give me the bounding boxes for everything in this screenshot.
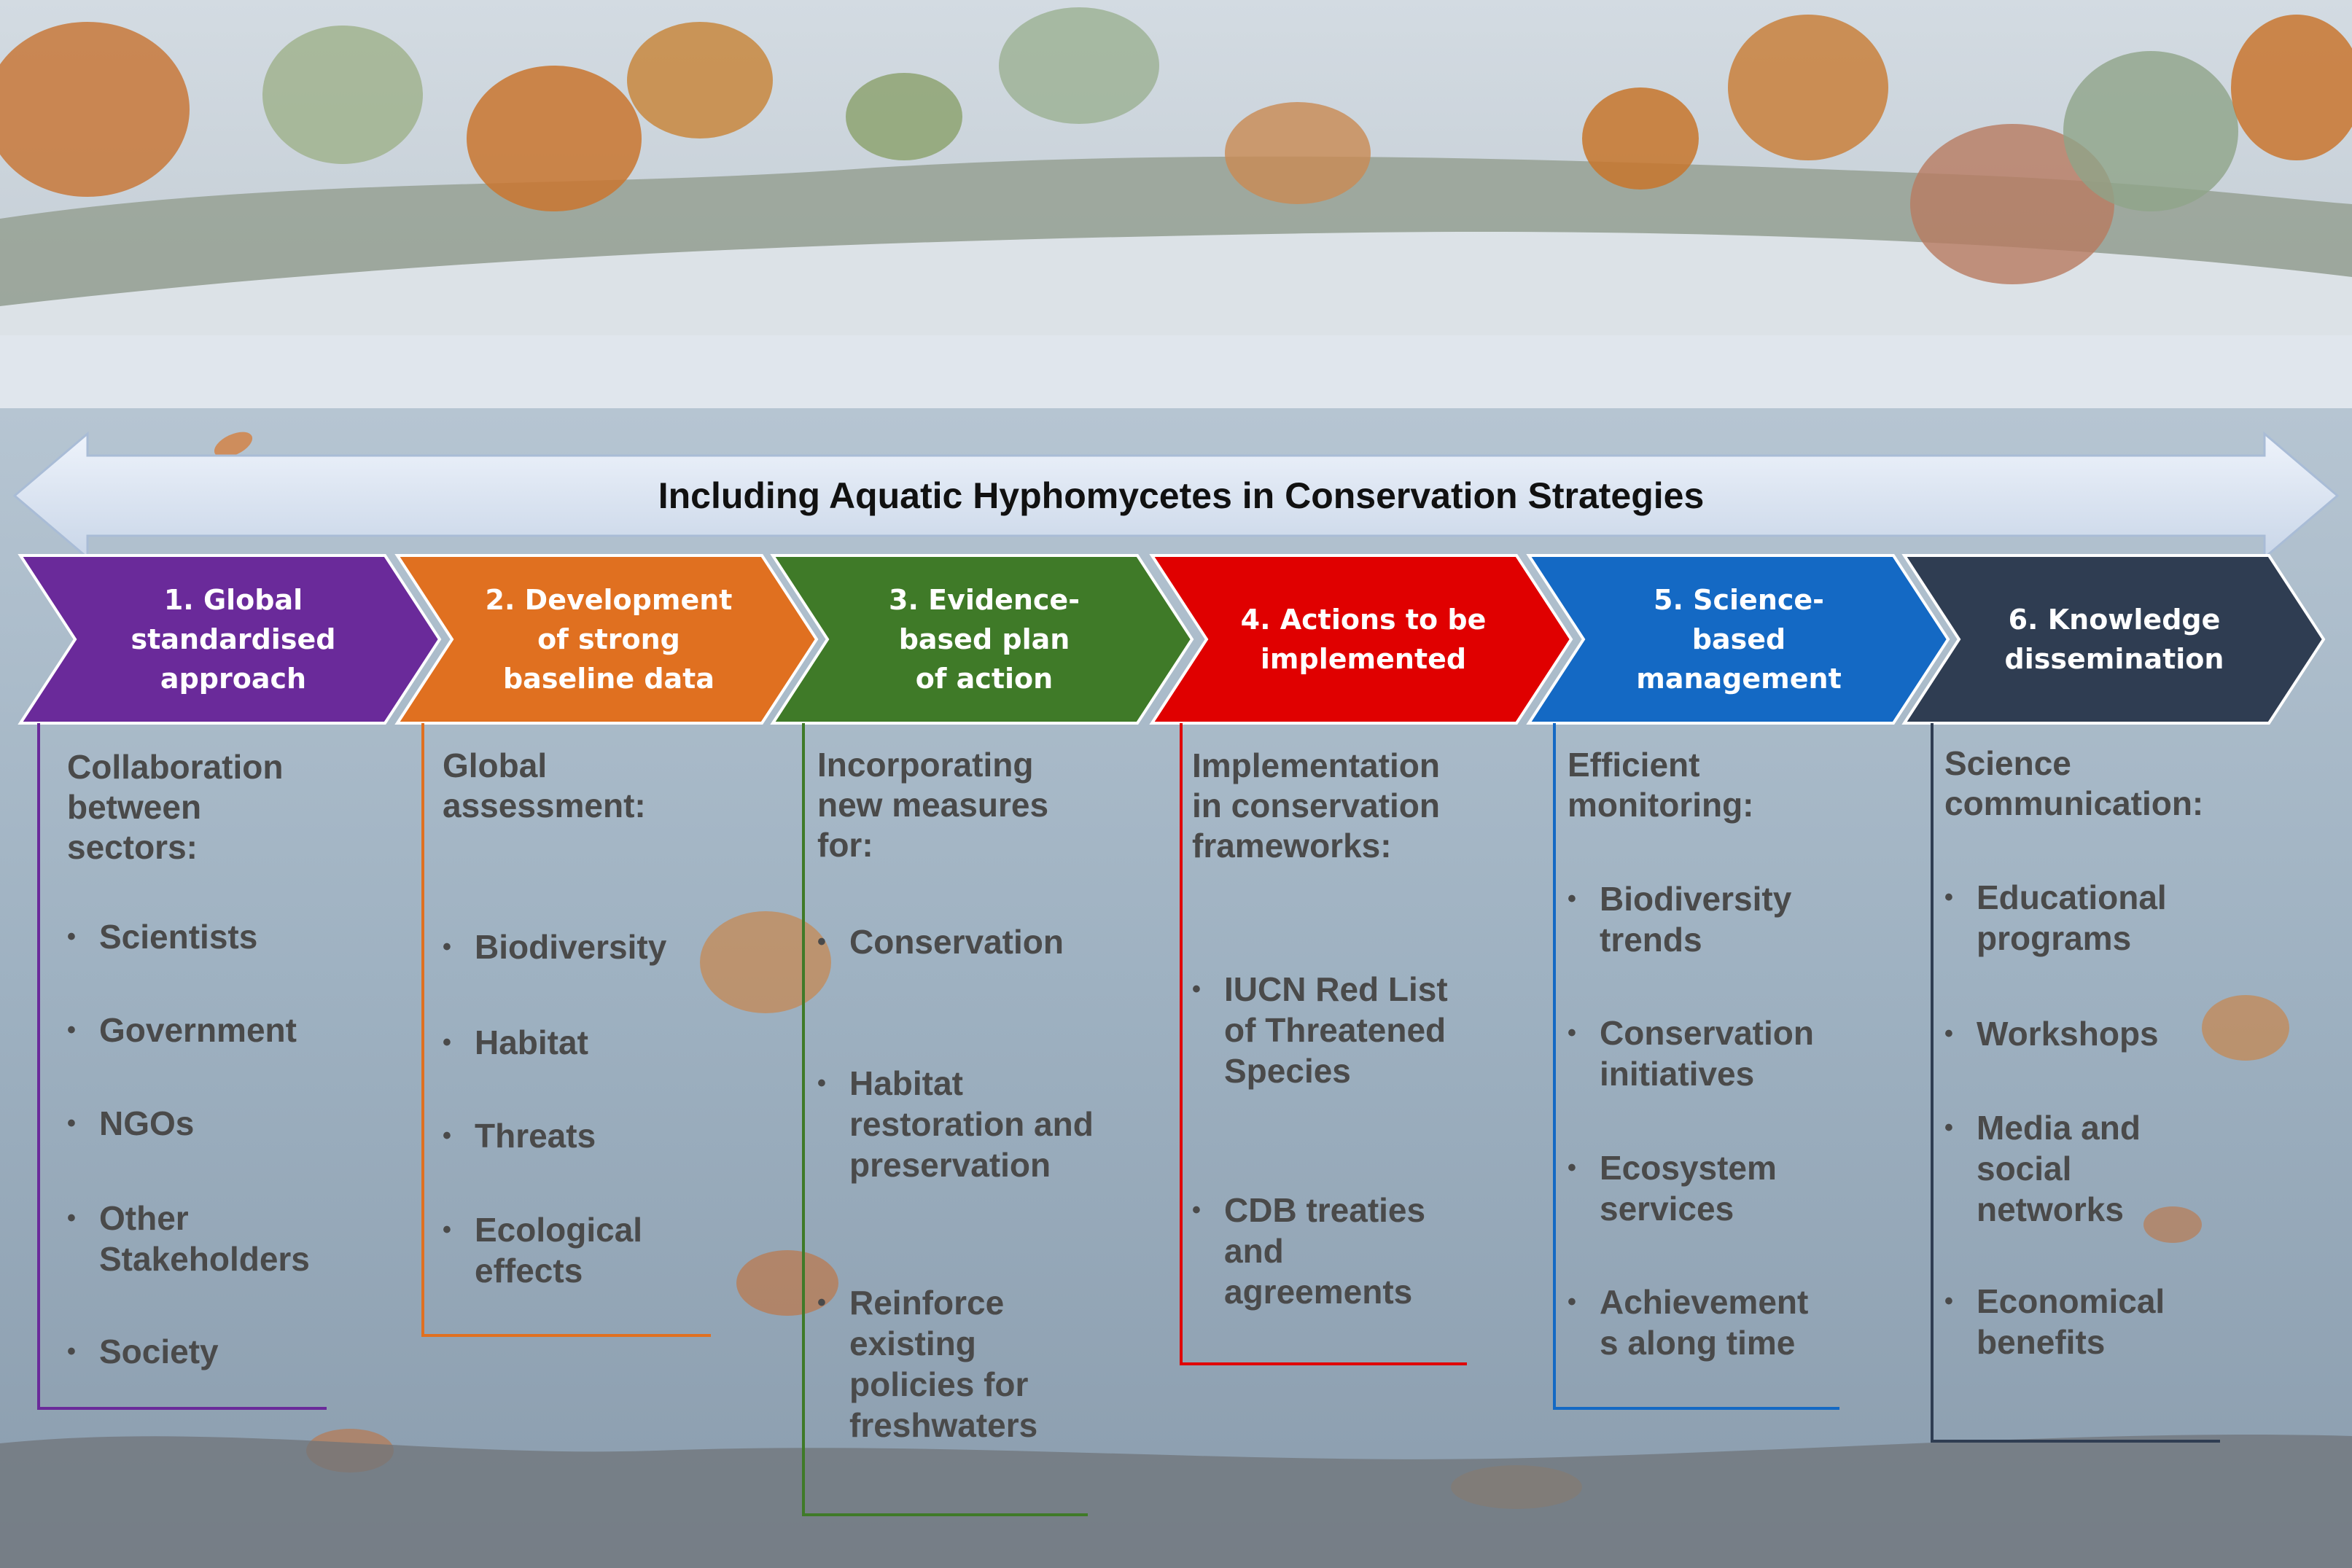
step-3-column: Incorporating new measures for: [817,745,1153,865]
step-1-bracket [37,723,327,1410]
step-chevrons [17,554,2326,725]
list-item: Reinforce existing policies for freshwat… [817,1282,1037,1446]
list-item: Ecological effects [443,1209,642,1291]
list-item: Ecosystem services [1568,1147,1777,1229]
step-2-heading: Global assessment: [443,746,646,824]
list-item: NGOs [67,1103,194,1144]
list-item: Educational programs [1944,877,2167,959]
list-item: Habitat [443,1022,588,1063]
step-2-chevron [394,554,819,725]
step-2-bracket [421,723,711,1337]
step-3-chevron [770,554,1194,725]
banner-title: Including Aquatic Hyphomycetes in Conser… [658,475,1705,516]
lake-surface [0,232,2352,408]
step-5-chevron [1526,554,1950,725]
list-item: Threats [443,1115,596,1156]
step-4-chevron [1149,554,1573,725]
list-item: Achievement s along time [1568,1282,1808,1363]
step-1-label: 1. Global standardised approach [131,584,336,695]
step-6-label: 6. Knowledge dissemination [2004,604,2224,675]
step-6-column: Science communication: [1944,744,2287,824]
list-item: Government [67,1010,297,1050]
step-4-bracket [1180,723,1467,1365]
step-6-chevron [1901,554,2326,725]
step-1-heading: Collaboration between sectors: [67,748,284,866]
step-6-heading: Science communication: [1944,744,2204,822]
step-4-column: Implementation in conservation framework… [1192,746,1527,866]
list-item: IUCN Red List of Threatened Species [1192,969,1448,1091]
step-3-label: 3. Evidence- based plan of action [889,584,1080,695]
step-6-bracket [1931,723,2220,1443]
list-item: Society [67,1331,219,1372]
list-item: Other Stakeholders [67,1198,310,1279]
step-4-heading: Implementation in conservation framework… [1192,746,1440,865]
step-2-column: Global assessment: [443,746,763,826]
step-2-label: 2. Development of strong baseline data [485,584,733,695]
step-5-heading: Efficient monitoring: [1568,746,1754,824]
banner-double-arrow [12,431,2340,561]
list-item: Habitat restoration and preservation [817,1063,1094,1185]
list-item: Scientists [67,916,257,957]
step-1-chevron [17,554,442,725]
step-3-bracket [802,723,1088,1516]
list-item: Conservation [817,921,1064,962]
step-1-column: Collaboration between sectors: [67,747,388,867]
list-item: Biodiversity trends [1568,878,1791,960]
step-4-label: 4. Actions to be implemented [1240,604,1487,675]
tree-canopies [0,7,2352,284]
list-item: Media and social networks [1944,1107,2141,1230]
step-3-heading: Incorporating new measures for: [817,746,1049,864]
list-item: CDB treaties and agreements [1192,1190,1425,1312]
list-item: Biodiversity [443,927,666,967]
list-item: Workshops [1944,1013,2159,1054]
list-item: Economical benefits [1944,1281,2165,1362]
column-brackets [37,723,2220,1516]
list-item: Conservation initiatives [1568,1013,1814,1094]
step-5-column: Efficient monitoring: [1568,745,1903,825]
step-5-bracket [1553,723,1839,1410]
river-bed [0,1434,2352,1568]
step-5-label: 5. Science- based management [1636,584,1842,695]
